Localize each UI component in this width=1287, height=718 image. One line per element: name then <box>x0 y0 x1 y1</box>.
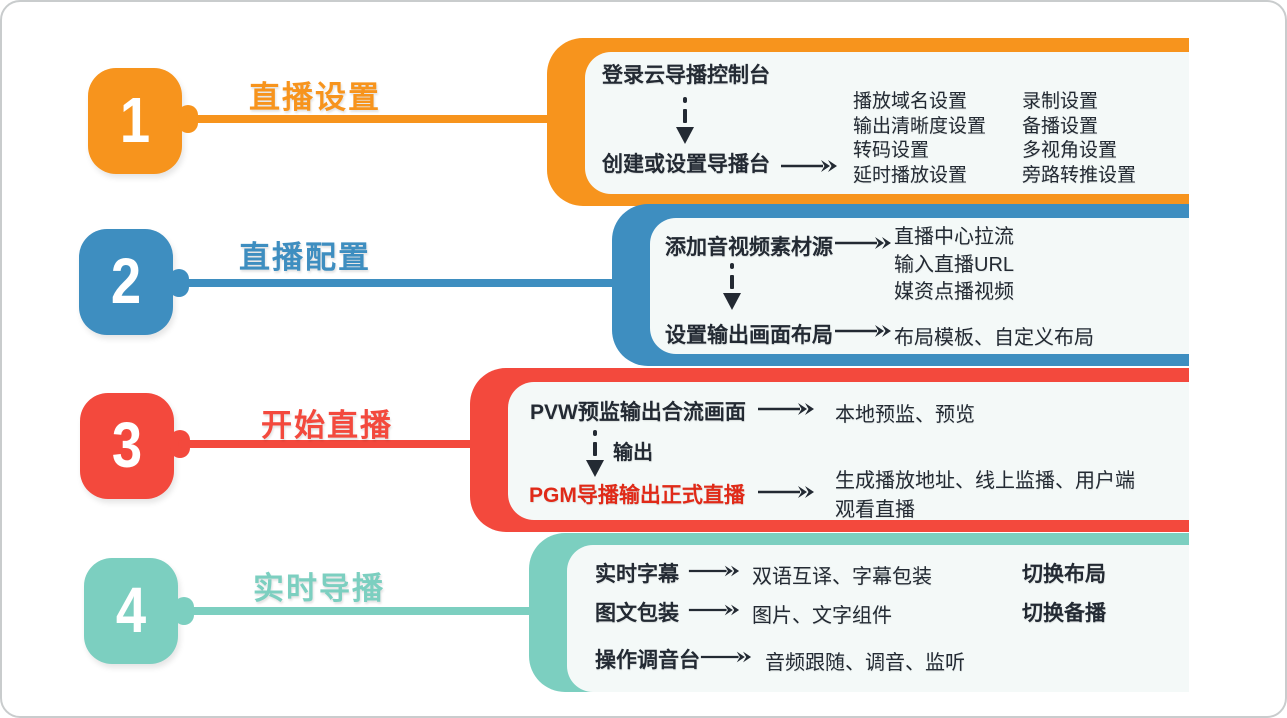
setting-item: 输出清晰度设置 <box>853 115 987 137</box>
step-2-panel: 添加音视频素材源 直播中心拉流 输入直播URL 媒资点播视频 设置输出画面布局 <box>612 204 1189 366</box>
step-4-panel-body: 实时字幕 双语互译、字幕包装 切换布局 图文包装 图片、文字组件 切换备播 操作… <box>567 545 1189 692</box>
double-arrow-icon <box>758 486 814 498</box>
double-arrow-icon <box>688 565 740 577</box>
setting-item: 播放域名设置 <box>853 91 968 112</box>
step-2-badge: 2 <box>79 229 173 335</box>
double-arrow-icon <box>835 325 891 337</box>
step-1-panel: 登录云导播控制台 创建或设置导播台 播放域名设置 输出清晰度设置 转码设置 延时… <box>547 38 1189 206</box>
double-arrow-icon <box>835 237 891 249</box>
subtitle-row-label: 实时字幕 <box>595 563 679 586</box>
dashed-down-arrow-icon <box>723 263 741 310</box>
mixer-row-label: 操作调音台 <box>595 649 700 672</box>
step-3-connector-line <box>178 440 483 448</box>
settings-list-right: 录制设置 备播设置 多视角设置 旁路转推设置 <box>1022 90 1136 188</box>
dashed-down-arrow-icon <box>586 430 604 477</box>
setting-item: 备播设置 <box>1022 115 1099 137</box>
settings-list-left: 播放域名设置 输出清晰度设置 转码设置 延时播放设置 <box>853 90 986 188</box>
login-console-label: 登录云导播控制台 <box>602 64 770 87</box>
step-2-connector-line <box>177 279 627 287</box>
switch-layout-label: 切换布局 <box>1022 563 1106 586</box>
graphics-row-label: 图文包装 <box>595 602 679 625</box>
setting-item: 旁路转推设置 <box>1022 164 1137 186</box>
double-arrow-icon <box>700 651 752 663</box>
source-option: 媒资点播视频 <box>894 281 1014 303</box>
output-layout-label: 设置输出画面布局 <box>665 324 833 347</box>
setting-item: 录制设置 <box>1022 91 1099 112</box>
step-4-panel: 实时字幕 双语互译、字幕包装 切换布局 图文包装 图片、文字组件 切换备播 操作… <box>529 533 1189 692</box>
subtitle-row-target: 双语互译、字幕包装 <box>752 566 932 588</box>
dashed-down-arrow-icon <box>676 97 694 144</box>
double-arrow-icon <box>688 604 740 616</box>
double-arrow-icon <box>758 403 814 415</box>
double-arrow-icon <box>781 160 837 172</box>
source-option: 输入直播URL <box>894 253 1015 276</box>
step-4-number: 4 <box>115 574 147 646</box>
step-3-title: 开始直播 <box>261 408 393 443</box>
pgm-target-line: 生成播放地址、线上监播、用户端 <box>835 470 1135 492</box>
mixer-row-target: 音频跟随、调音、监听 <box>765 652 965 674</box>
pgm-label: PGM导播输出正式直播 <box>529 484 745 507</box>
step-3-panel-body: PVW预监输出合流画面 本地预监、预览 输出 PGM导播输出正式直播 生成播放地… <box>508 382 1189 521</box>
pvw-target-text: 本地预监、预览 <box>835 404 975 426</box>
graphics-row-target: 图片、文字组件 <box>752 605 892 627</box>
setting-item: 延时播放设置 <box>853 164 968 186</box>
step-2-number: 2 <box>110 245 142 317</box>
setting-item: 多视角设置 <box>1022 140 1118 161</box>
output-arrow-label: 输出 <box>613 442 653 464</box>
add-source-label: 添加音视频素材源 <box>665 236 833 259</box>
step-3-badge: 3 <box>80 393 174 499</box>
setting-item: 转码设置 <box>853 140 930 161</box>
step-3-panel: PVW预监输出合流画面 本地预监、预览 输出 PGM导播输出正式直播 生成播放地… <box>470 368 1189 532</box>
step-1-number: 1 <box>119 84 151 156</box>
source-options-list: 直播中心拉流 输入直播URL 媒资点播视频 <box>894 224 1014 307</box>
layout-options-text: 布局模板、自定义布局 <box>894 327 1094 349</box>
create-studio-label: 创建或设置导播台 <box>602 153 770 176</box>
source-option: 直播中心拉流 <box>894 226 1014 248</box>
step-1-connector-line <box>186 115 566 123</box>
step-3-number: 3 <box>111 409 143 481</box>
step-4-badge: 4 <box>84 558 178 664</box>
step-2-title: 直播配置 <box>239 240 371 275</box>
step-1-badge: 1 <box>88 68 182 174</box>
pgm-target-line: 观看直播 <box>835 499 915 521</box>
step-4-connector-line <box>182 607 542 615</box>
pgm-target-text: 生成播放地址、线上监播、用户端 观看直播 <box>835 467 1135 525</box>
step-1-panel-body: 登录云导播控制台 创建或设置导播台 播放域名设置 输出清晰度设置 转码设置 延时… <box>585 52 1189 194</box>
step-1-title: 直播设置 <box>249 80 381 115</box>
pvw-label: PVW预监输出合流画面 <box>530 401 746 424</box>
step-2-panel-body: 添加音视频素材源 直播中心拉流 输入直播URL 媒资点播视频 设置输出画面布局 <box>650 218 1189 354</box>
step-4-title: 实时导播 <box>253 571 385 606</box>
switch-backup-label: 切换备播 <box>1022 602 1106 625</box>
